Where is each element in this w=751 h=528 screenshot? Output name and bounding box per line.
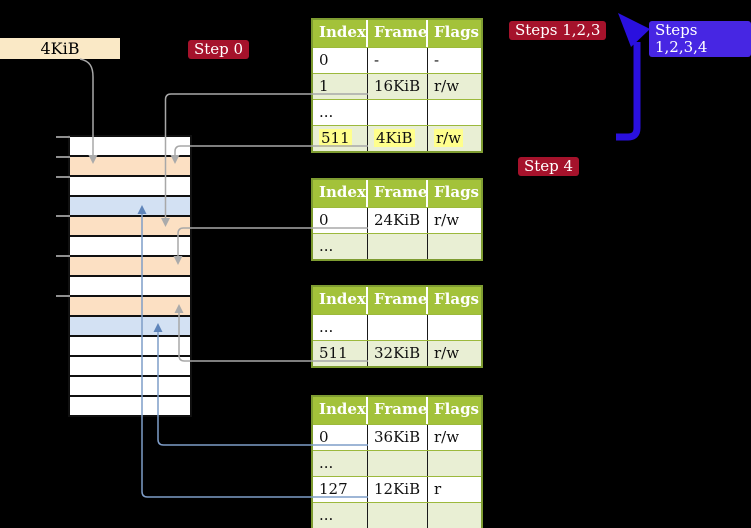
frame-size-label: 4KiB xyxy=(0,38,120,59)
table-cell xyxy=(368,451,428,476)
table-cell xyxy=(368,315,428,340)
table-row: ... xyxy=(313,99,481,125)
step-0-badge: Step 0 xyxy=(188,40,250,59)
table-cell: r/w xyxy=(428,126,481,151)
column-header: Flags xyxy=(434,183,479,201)
recursive-loop-arrow xyxy=(616,13,650,141)
memory-frame-0kib xyxy=(70,137,190,157)
table-cell: 24KiB xyxy=(368,208,428,233)
column-header: Flags xyxy=(434,290,479,308)
table-cell: r/w xyxy=(434,344,460,362)
table-cell: r/w xyxy=(434,428,460,446)
memory-frame-36kib xyxy=(70,317,190,337)
table-cell: 32KiB xyxy=(368,341,428,366)
highlighted-value: 511 xyxy=(319,129,352,147)
table-cell: 0 xyxy=(313,425,368,450)
column-header: Frame xyxy=(368,20,428,47)
memory-frame-20kib xyxy=(70,237,190,257)
table-row: 511 4KiB r/w xyxy=(313,125,481,151)
table-cell xyxy=(428,100,481,125)
step-4-badge: Step 4 xyxy=(518,157,580,176)
table-cell: 12KiB xyxy=(368,477,428,502)
table-cell xyxy=(368,234,428,259)
table-cell: 36KiB xyxy=(368,425,428,450)
column-header: Frame xyxy=(368,287,428,314)
table-cell: 511 xyxy=(313,126,368,151)
highlighted-value: r/w xyxy=(434,129,464,147)
table-cell: ... xyxy=(313,100,368,125)
memory-frame-52kib xyxy=(70,397,190,415)
memory-frame-16kib xyxy=(70,217,190,237)
steps-1234-badge: Steps 1,2,3,4 xyxy=(649,21,751,57)
memory-frame-28kib xyxy=(70,277,190,297)
table-cell: - xyxy=(368,48,428,73)
memory-frame-32kib xyxy=(70,297,190,317)
column-header: Index xyxy=(313,180,368,207)
table-cell: - xyxy=(434,51,440,69)
column-header: Frame xyxy=(368,180,428,207)
memory-frame-4kib xyxy=(70,157,190,177)
memory-frame-24kib xyxy=(70,257,190,277)
table-cell: ... xyxy=(313,234,368,259)
table-cell xyxy=(368,100,428,125)
column-header: Frame xyxy=(368,397,428,424)
table-row: ... xyxy=(313,233,481,259)
column-header: Flags xyxy=(434,400,479,418)
memory-frame-48kib xyxy=(70,377,190,397)
memory-frame-44kib xyxy=(70,357,190,377)
table-cell: ... xyxy=(313,503,368,528)
table-row: 0-- xyxy=(313,47,481,73)
table-cell xyxy=(428,315,481,340)
table-cell: 127 xyxy=(313,477,368,502)
physical-memory-strip xyxy=(68,135,192,417)
table-row: ... xyxy=(313,502,481,528)
table-cell: 0 xyxy=(313,208,368,233)
column-header: Index xyxy=(313,287,368,314)
table-cell: ... xyxy=(313,315,368,340)
table-row: ... xyxy=(313,450,481,476)
table-row: ... xyxy=(313,314,481,340)
column-header: Index xyxy=(313,397,368,424)
table-cell: r/w xyxy=(434,211,460,229)
table-cell: r xyxy=(434,480,442,498)
table-cell xyxy=(428,234,481,259)
highlighted-value: 4KiB xyxy=(374,129,415,147)
memory-frame-12kib xyxy=(70,197,190,217)
memory-frame-40kib xyxy=(70,337,190,357)
steps-123-badge: Steps 1,2,3 xyxy=(509,21,607,40)
table-cell: 511 xyxy=(313,341,368,366)
table-cell: 4KiB xyxy=(368,126,428,151)
column-header: Flags xyxy=(434,23,479,41)
table-cell: r/w xyxy=(434,77,460,95)
table-cell: 16KiB xyxy=(368,74,428,99)
table-cell xyxy=(428,503,481,528)
arrowhead-up-left xyxy=(618,13,650,47)
table-cell xyxy=(368,503,428,528)
table-cell: 1 xyxy=(313,74,368,99)
table-cell xyxy=(428,451,481,476)
memory-frame-8kib xyxy=(70,177,190,197)
table-cell: ... xyxy=(313,451,368,476)
table-cell: 0 xyxy=(313,48,368,73)
column-header: Index xyxy=(313,20,368,47)
